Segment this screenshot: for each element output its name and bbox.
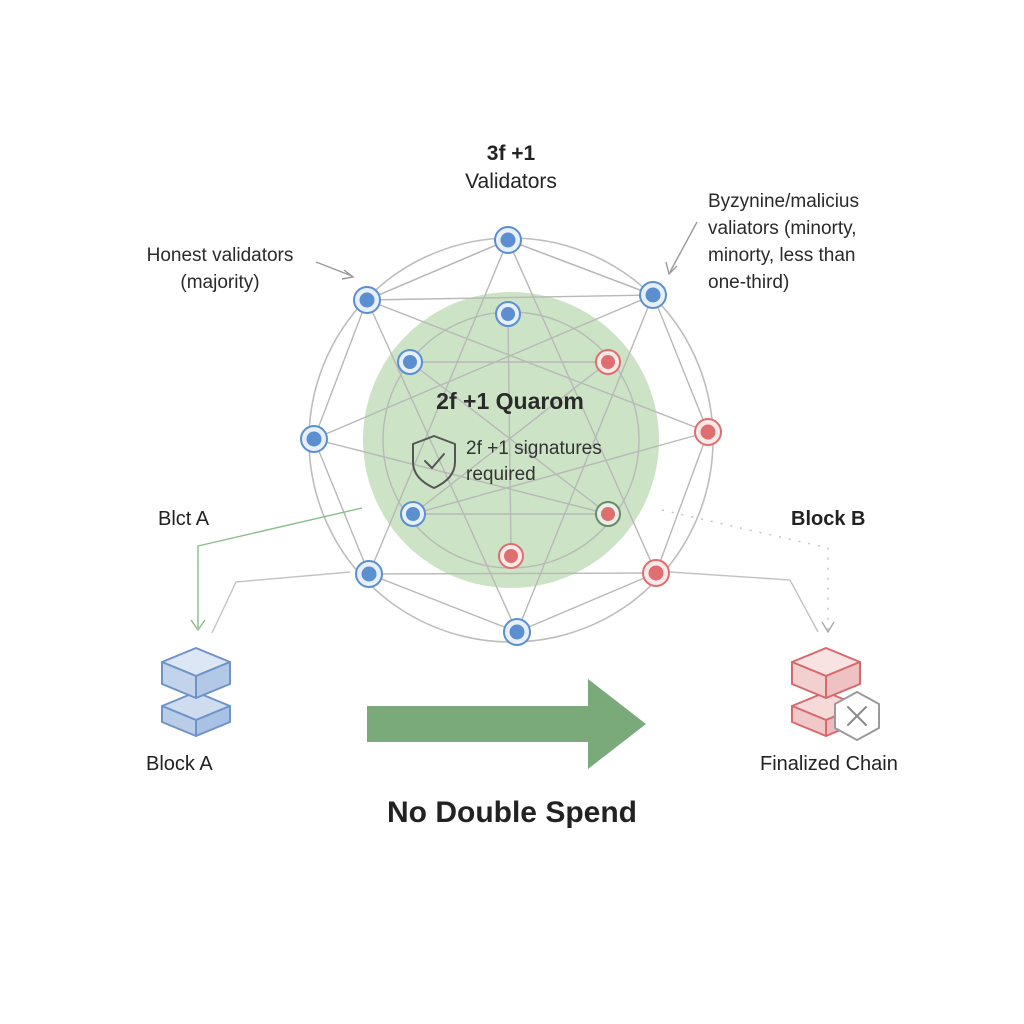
honest-validators bbox=[300, 226, 667, 646]
signature-requirement: 2f +1 signatures required bbox=[466, 436, 602, 488]
validator-node-honest bbox=[639, 281, 667, 309]
validator-node-honest bbox=[494, 226, 522, 254]
validators-header: 3f +1 Validators bbox=[411, 140, 611, 196]
block-a-top-label: Blct A bbox=[158, 508, 210, 530]
honest-annotation: Honest validators (majority) bbox=[120, 242, 320, 296]
validator-node-honest bbox=[503, 618, 531, 646]
validator-label: Validators bbox=[465, 170, 557, 193]
validator-node-malicious bbox=[694, 418, 722, 446]
validator-node-honest bbox=[495, 301, 521, 327]
block-a-label: Block A bbox=[146, 753, 213, 775]
byzantine-annotation-line: one-third) bbox=[708, 272, 790, 293]
honest-annotation-line: (majority) bbox=[180, 272, 260, 293]
validator-node-malicious bbox=[642, 559, 670, 587]
malicious-validators bbox=[498, 349, 722, 587]
byzantine-annotation-line: Byzynine/malicius bbox=[708, 191, 859, 212]
x-hexagon-icon bbox=[834, 691, 880, 741]
signature-line: required bbox=[466, 464, 536, 485]
finalized-chain-label: Finalized Chain bbox=[760, 753, 898, 775]
connection-lines bbox=[313, 239, 709, 633]
annotation-arrows bbox=[315, 221, 698, 280]
footer-title: No Double Spend bbox=[387, 796, 637, 829]
validator-node-honest bbox=[300, 425, 328, 453]
signature-line: 2f +1 signatures bbox=[466, 438, 602, 459]
validator-node-honest bbox=[353, 286, 381, 314]
progress-arrow bbox=[367, 679, 646, 769]
stacked-block-icon bbox=[161, 647, 231, 737]
byzantine-annotation: Byzynine/malicius valiators (minorty, mi… bbox=[708, 188, 859, 296]
block-connectors bbox=[190, 507, 835, 634]
validator-node-malicious bbox=[498, 543, 524, 569]
shield-check-icon bbox=[412, 435, 456, 489]
quorum-title: 2f +1 Quarom bbox=[436, 388, 584, 414]
byzantine-annotation-line: minorty, less than bbox=[708, 245, 856, 266]
validator-node-honest bbox=[397, 349, 423, 375]
byzantine-annotation-line: valiators (minorty, bbox=[708, 218, 857, 239]
validator-node-honest bbox=[355, 560, 383, 588]
validator-count: 3f +1 bbox=[486, 142, 536, 165]
block-b-top-label: Block B bbox=[791, 508, 866, 530]
honest-annotation-line: Honest validators bbox=[146, 245, 294, 266]
validator-node-malicious bbox=[595, 349, 621, 375]
validator-node-honest bbox=[400, 501, 426, 527]
validator-node-mixed bbox=[595, 501, 621, 527]
